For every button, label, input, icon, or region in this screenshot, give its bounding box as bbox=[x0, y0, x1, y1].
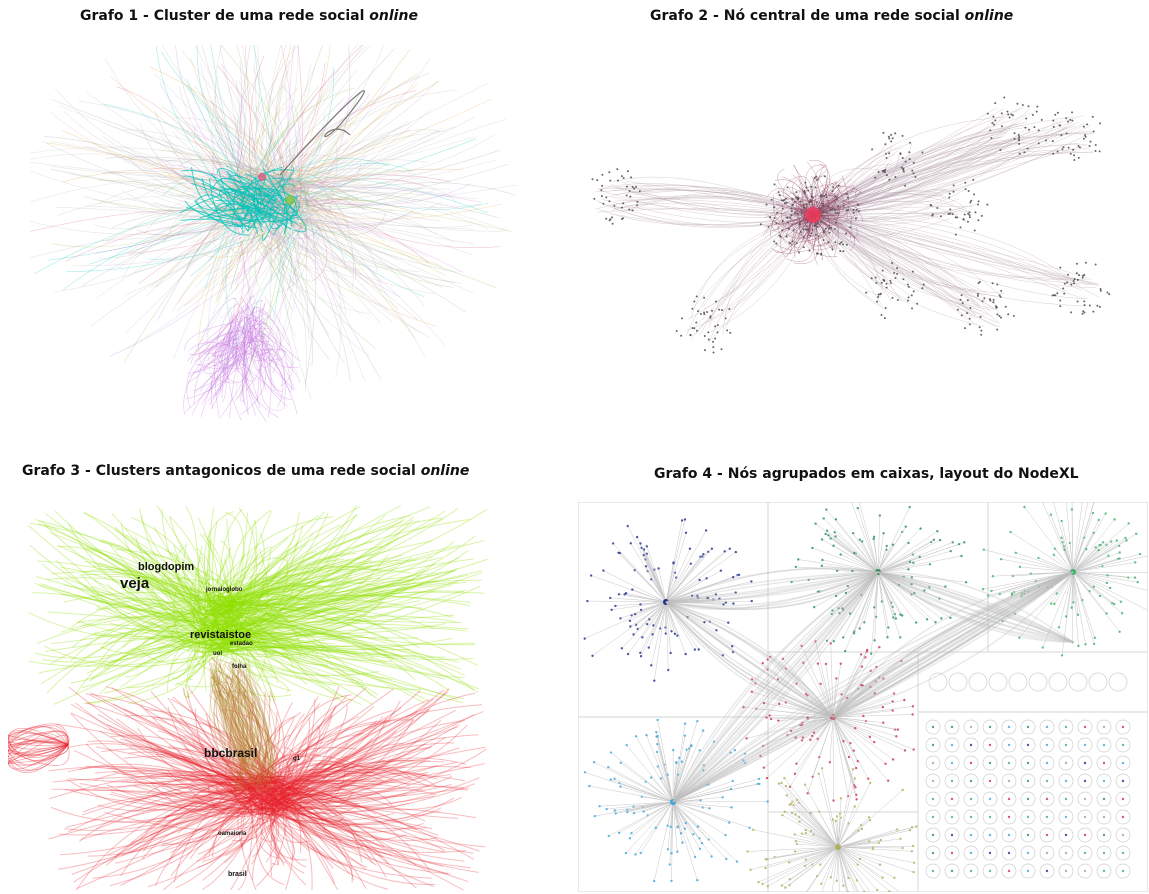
graph-3-svg: blogdopim veja jornaloglobo revistaistoe… bbox=[8, 505, 488, 890]
graph-4-svg bbox=[578, 502, 1148, 892]
graph-2-svg bbox=[591, 96, 1111, 354]
label-estadao: estadao bbox=[230, 641, 253, 647]
label-brasil: brasil bbox=[228, 871, 247, 878]
graph-1-network-image bbox=[30, 45, 530, 435]
label-folha: folha bbox=[232, 664, 247, 670]
label-revistaistoe: revistaistoe bbox=[190, 629, 251, 641]
graph-2-title: Grafo 2 - Nó central de uma rede social … bbox=[650, 8, 1014, 24]
label-uol: uol bbox=[213, 651, 222, 657]
label-g1: g1 bbox=[293, 756, 301, 762]
graph-1-svg bbox=[30, 45, 517, 422]
label-jornaloglobo: jornaloglobo bbox=[205, 587, 243, 593]
graph-4-network-image bbox=[578, 502, 1148, 892]
graph-4-title: Grafo 4 - Nós agrupados em caixas, layou… bbox=[654, 466, 1079, 482]
label-veja: veja bbox=[120, 575, 150, 592]
label-oamaioria: oamaioria bbox=[218, 831, 247, 837]
graph-1-title: Grafo 1 - Cluster de uma rede social onl… bbox=[80, 8, 418, 24]
graph-3-network-image: blogdopim veja jornaloglobo revistaistoe… bbox=[8, 505, 498, 890]
label-bbcbrasil: bbcbrasil bbox=[204, 746, 257, 760]
graph-3-title: Grafo 3 - Clusters antagonicos de uma re… bbox=[22, 463, 470, 479]
label-blogdopim: blogdopim bbox=[138, 561, 194, 573]
graph-2-network-image bbox=[575, 95, 1145, 380]
